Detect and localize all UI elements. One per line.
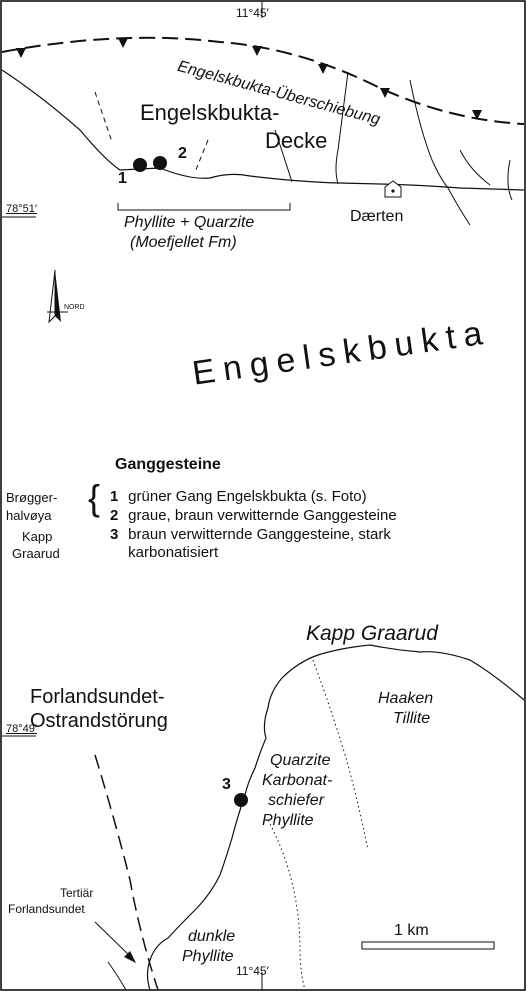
southern-coastline: [146, 644, 525, 991]
decke-label-line1: Engelskbukta-: [140, 100, 280, 125]
legend-item-3-cont: karbonatisiert: [110, 544, 218, 561]
river-2: [335, 71, 349, 185]
coast-sw: [107, 961, 127, 991]
point-label-1: 1: [118, 170, 127, 187]
meridian-label-bottom: 11°45′: [236, 964, 269, 978]
forlandsundet-fault: [94, 754, 159, 991]
quarz-label-line1: Quarzite: [270, 752, 331, 769]
point-label-3: 3: [222, 776, 231, 793]
dunkle-label-line2: Phyllite: [182, 948, 234, 965]
haaken-label-line2: Tillite: [393, 710, 431, 727]
haaken-label-line1: Haaken: [378, 690, 434, 707]
tertiar-arrow: [94, 921, 131, 957]
legend-region2-line1: Kapp: [22, 529, 53, 544]
river-6: [507, 159, 513, 201]
river-3: [409, 79, 449, 189]
kapp-label: Kapp Graarud: [306, 622, 438, 645]
legend-title: Ganggesteine: [115, 456, 221, 473]
river-4: [459, 149, 491, 186]
quarz-label-line4: Phyllite: [262, 812, 314, 829]
sample-point-2: [153, 156, 167, 170]
legend-region1-line2: halvøya: [6, 508, 52, 523]
tertiar-label-line1: Tertiär: [60, 886, 94, 900]
phyllite-label-line1: Phyllite + Quarzite: [124, 214, 255, 231]
fault-label-line1: Forlandsundet-: [30, 686, 165, 708]
legend-item-2-text: graue, braun verwitternde Ganggesteine: [128, 507, 397, 524]
legend-item-1: 1 grüner Gang Engelskbukta (s. Foto): [110, 488, 367, 505]
scale-bar: [361, 941, 495, 950]
legend-item-3-cont-text: karbonatisiert: [128, 544, 219, 561]
fault-dash-1: [94, 91, 113, 143]
fault-dash-2: [194, 139, 209, 173]
northern-coastline: [1, 69, 525, 191]
unit-bracket: [117, 203, 291, 211]
latitude-label-5851: 78°51′: [6, 203, 37, 215]
boundary-dotted-2: [267, 819, 306, 991]
daerten-label: Dærten: [350, 208, 404, 225]
sample-point-3: [234, 793, 248, 807]
thrust-teeth: [16, 38, 482, 120]
legend-item-3-text: braun verwitternde Ganggesteine, stark: [128, 526, 391, 543]
river-5: [447, 187, 471, 226]
decke-label-line2: Decke: [265, 128, 328, 153]
legend-item-1-num: 1: [110, 488, 119, 505]
hut-icon: [384, 180, 402, 198]
north-label: NORD: [64, 304, 85, 311]
point-label-2: 2: [178, 145, 187, 162]
north-arrow-icon: [47, 269, 68, 324]
legend-item-1-text: grüner Gang Engelskbukta (s. Foto): [128, 488, 367, 505]
boundary-dotted-1: [312, 659, 369, 851]
quarz-label-line2: Karbonat-: [262, 772, 333, 789]
legend-item-3-num: 3: [110, 526, 119, 543]
scale-label: 1 km: [394, 922, 429, 939]
dunkle-label-line1: dunkle: [188, 928, 236, 945]
fault-label-line2: Ostrandstörung: [30, 710, 168, 732]
legend-region1-line1: Brøgger-: [6, 490, 58, 505]
tertiar-arrowhead: [124, 951, 136, 963]
thrust-line: [1, 36, 525, 125]
river-1: [274, 129, 293, 183]
phyllite-label-line2: (Moefjellet Fm): [130, 234, 237, 251]
tertiar-label-line2: Forlandsundet: [8, 902, 85, 916]
legend-region2-line2: Graarud: [12, 546, 60, 561]
legend-brace: {: [88, 477, 101, 518]
sample-point-1: [133, 158, 147, 172]
quarz-label-line3: schiefer: [268, 792, 325, 809]
latitude-label-7849: 78°49′: [6, 723, 37, 735]
legend-item-3: 3 braun verwitternde Ganggesteine, stark: [110, 526, 391, 543]
legend-item-2: 2 graue, braun verwitternde Ganggesteine: [110, 507, 397, 524]
legend-item-2-num: 2: [110, 507, 119, 524]
meridian-label-top: 11°45′: [236, 6, 269, 20]
